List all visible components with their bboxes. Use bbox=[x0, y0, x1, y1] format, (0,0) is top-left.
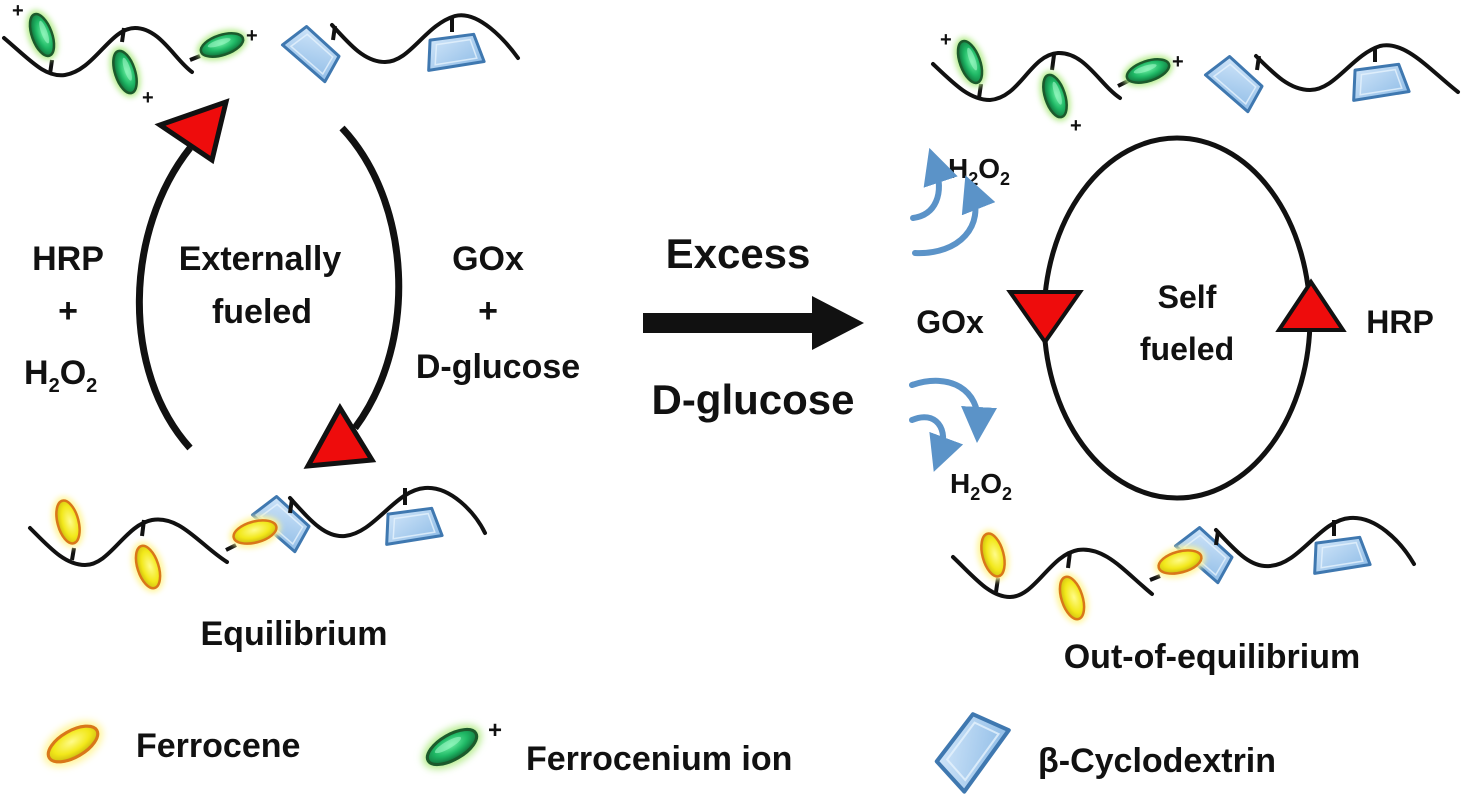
transition-label-excess: Excess bbox=[666, 230, 811, 277]
ferrocenium-ion-icon bbox=[104, 43, 147, 101]
enzyme-triangle-icon bbox=[154, 98, 230, 165]
charge-symbol: + bbox=[1070, 115, 1082, 137]
charge-symbol: + bbox=[12, 0, 24, 22]
legend: Ferrocene + Ferrocenium ion β-Cyclodextr… bbox=[35, 706, 1276, 792]
ferrocenium-ion-icon bbox=[415, 716, 489, 779]
legend-item-ferrocene: Ferrocene bbox=[35, 712, 300, 777]
enzyme-triangle-icon bbox=[303, 403, 377, 469]
h2o2-label-top: H2O2 bbox=[948, 153, 1010, 189]
cycle-label-fueled: fueled bbox=[1140, 331, 1234, 367]
top-right-polymer-strand: + + + bbox=[931, 29, 1184, 137]
reagent-plus: + bbox=[478, 292, 498, 330]
enzyme-label-gox: GOx bbox=[916, 304, 984, 340]
bottom-left-polymer-strand bbox=[28, 485, 487, 597]
beta-cyclodextrin-icon bbox=[931, 706, 1013, 792]
legend-label: Ferrocene bbox=[136, 727, 300, 765]
top-left-cyclodextrin-strand bbox=[280, 13, 520, 87]
h2o2-production-arrows-bottom-icon bbox=[909, 377, 997, 472]
reagent-hrp: HRP bbox=[32, 240, 104, 278]
ferrocenium-ion-icon bbox=[193, 24, 251, 67]
left-panel: + + + Externally fueled HRP + H2O2 GOx +… bbox=[2, 0, 580, 653]
cycle-label-self: Self bbox=[1158, 279, 1217, 315]
bottom-right-polymer-strand bbox=[951, 515, 1416, 628]
ferrocenium-ion-icon bbox=[1119, 50, 1177, 93]
legend-label: β-Cyclodextrin bbox=[1038, 742, 1276, 780]
enzyme-triangle-gox-icon bbox=[1006, 290, 1084, 346]
beta-cyclodextrin-icon bbox=[1349, 62, 1411, 102]
cycle-label-fueled: fueled bbox=[212, 293, 312, 331]
transition-arrow-icon bbox=[643, 296, 864, 350]
ferrocene-icon bbox=[126, 538, 171, 597]
ferrocene-icon bbox=[972, 526, 1014, 584]
cycle-label-externally: Externally bbox=[179, 240, 342, 278]
ferrocene-icon bbox=[35, 712, 110, 777]
enzyme-triangle-hrp-icon bbox=[1275, 278, 1347, 332]
state-label-out-of-equilibrium: Out-of-equilibrium bbox=[1064, 638, 1361, 676]
h2o2-production-arrows-top-icon bbox=[910, 147, 996, 257]
right-panel: + + + Self fueled GOx HRP H2O2 H2O2 bbox=[909, 29, 1460, 676]
legend-charge: + bbox=[488, 717, 502, 744]
legend-item-ferrocenium-ion: + Ferrocenium ion bbox=[415, 716, 792, 779]
charge-symbol: + bbox=[246, 25, 258, 47]
self-fueled-cycle-loop bbox=[1041, 135, 1313, 501]
ferrocene-icon bbox=[1050, 569, 1095, 628]
beta-cyclodextrin-icon bbox=[1310, 535, 1372, 575]
reagent-plus: + bbox=[58, 292, 78, 330]
enzyme-label-hrp: HRP bbox=[1366, 304, 1434, 340]
reagent-d-glucose: D-glucose bbox=[416, 348, 580, 386]
charge-symbol: + bbox=[940, 29, 952, 51]
cycle-arc-left bbox=[135, 145, 193, 451]
top-left-polymer-strand: + + + bbox=[2, 0, 258, 109]
transition-label-d-glucose: D-glucose bbox=[651, 376, 854, 423]
legend-item-beta-cyclodextrin: β-Cyclodextrin bbox=[931, 706, 1276, 792]
top-right-cyclodextrin-strand bbox=[1203, 43, 1460, 117]
charge-symbol: + bbox=[142, 87, 154, 109]
ferrocene-icon bbox=[47, 493, 89, 551]
h2o2-label-bottom: H2O2 bbox=[950, 468, 1012, 504]
reagent-gox: GOx bbox=[452, 240, 524, 278]
cycle-arc-right bbox=[339, 125, 403, 431]
charge-symbol: + bbox=[1172, 51, 1184, 73]
reagent-h2o2: H2O2 bbox=[24, 354, 97, 397]
beta-cyclodextrin-icon bbox=[382, 506, 444, 546]
transition: Excess D-glucose bbox=[643, 230, 864, 423]
beta-cyclodextrin-icon bbox=[424, 32, 486, 72]
state-label-equilibrium: Equilibrium bbox=[201, 615, 388, 653]
legend-label: Ferrocenium ion bbox=[526, 740, 792, 778]
